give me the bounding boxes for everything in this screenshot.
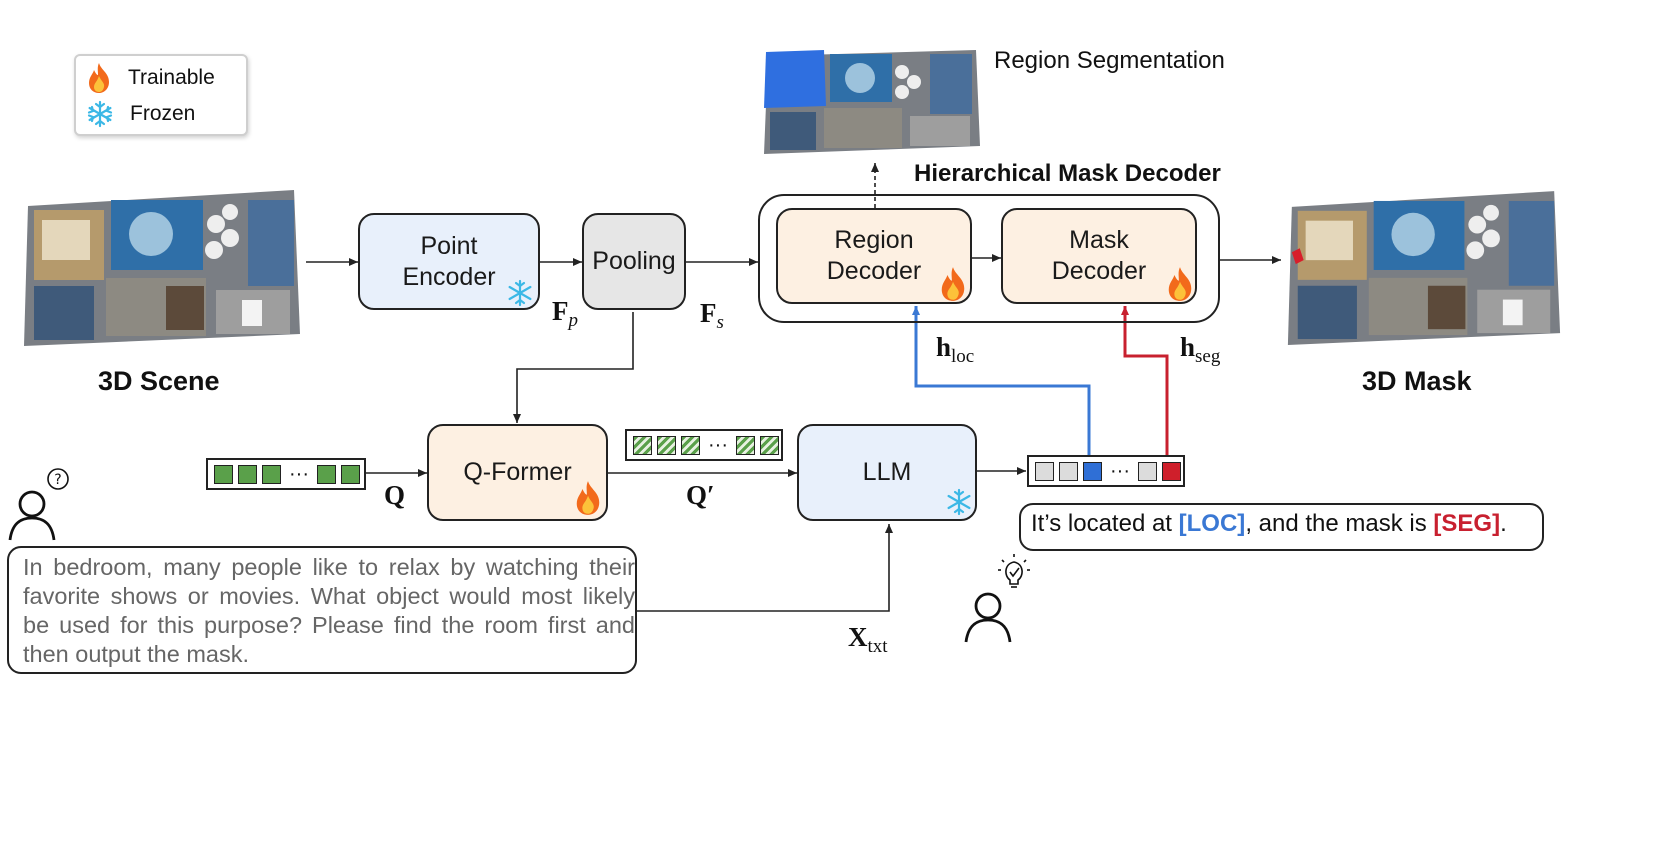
mask-decoder-block: Mask Decoder [1001,208,1197,304]
llm-block: LLM [797,424,977,521]
scene-label: 3D Scene [98,366,220,396]
legend-frozen-label: Frozen [130,102,196,125]
fire-icon [89,63,109,93]
region-segmentation-label: Region Segmentation [994,47,1225,74]
hseg-symbol: hseg [1180,332,1221,367]
q-symbol: Q [384,480,406,510]
snowflake-icon [87,100,113,128]
output-token [1137,461,1157,481]
output-token [1035,461,1054,481]
region-decoder-line1: Region [834,226,914,254]
qprime-token [657,435,676,455]
loc-token [1083,461,1102,481]
pooling-label: Pooling [592,247,676,275]
arrow-pooling-to-qformer [513,312,634,423]
fire-icon [1168,267,1192,301]
output-tokens: ··· [1027,455,1185,487]
snowflake-icon [947,488,971,516]
scene-input-image [24,190,300,346]
arrow-text-to-llm [636,524,893,612]
llm-label: LLM [862,458,912,486]
point-encoder-line1: Point [420,231,478,260]
snowflake-icon [508,279,532,307]
region-segmentation-image [764,50,980,154]
query-token [238,464,257,484]
qprime-symbol: Q′ [686,480,715,510]
prompt-text: In bedroom, many people like to relax by… [23,554,635,667]
loc-token-text: [LOC] [1178,510,1246,537]
query-token [214,464,233,484]
qprime-token [735,435,755,455]
query-token [316,464,336,484]
hmd-title: Hierarchical Mask Decoder [914,160,1221,187]
qprime-token [681,435,700,455]
ellipsis: ··· [1110,459,1130,482]
qprime-token [759,435,779,455]
fire-icon [576,481,600,515]
ellipsis: ··· [289,462,309,485]
answer-text: It’s located at [LOC], and the mask is [… [1031,510,1507,537]
question-mark: ? [54,472,61,488]
ellipsis: ··· [708,433,728,456]
point-encoder-block: Point Encoder [358,213,540,310]
legend: Trainable Frozen [74,54,248,136]
legend-frozen: Frozen [86,100,195,128]
query-token [340,464,360,484]
xtxt-symbol: Xtxt [848,622,888,657]
hierarchical-mask-decoder-container [758,194,1220,323]
qformer-label: Q-Former [463,458,572,486]
user-icon: ? [8,468,69,541]
output-token [1059,461,1078,481]
legend-trainable: Trainable [86,62,215,94]
user-idea-icon [964,554,1030,643]
arrow-hseg [1121,306,1169,458]
query-token [262,464,281,484]
legend-trainable-label: Trainable [128,66,215,89]
mask-output-image [1287,191,1561,345]
mask-label: 3D Mask [1362,366,1472,396]
qformer-block: Q-Former [427,424,608,521]
point-encoder-line2: Encoder [402,262,496,291]
qprime-tokens: ··· [625,429,783,461]
prompt-bubble: In bedroom, many people like to relax by… [7,546,637,674]
mask-decoder-line1: Mask [1069,226,1129,254]
hloc-symbol: hloc [936,332,975,367]
region-decoder-line2: Decoder [826,257,922,285]
seg-token-text: [SEG] [1433,510,1501,537]
arrow-hloc [912,306,1091,458]
fire-icon [941,267,965,301]
mask-decoder-line2: Decoder [1051,257,1147,285]
answer-bubble: It’s located at [LOC], and the mask is [… [1019,503,1544,551]
fp-symbol: Fp [552,296,578,331]
qprime-token [633,435,652,455]
query-tokens: ··· [206,458,366,490]
seg-token [1161,461,1181,481]
pooling-block: Pooling [582,213,686,310]
region-decoder-block: Region Decoder [776,208,972,304]
fs-symbol: Fs [700,298,724,333]
lightbulb-icon [998,554,1030,588]
